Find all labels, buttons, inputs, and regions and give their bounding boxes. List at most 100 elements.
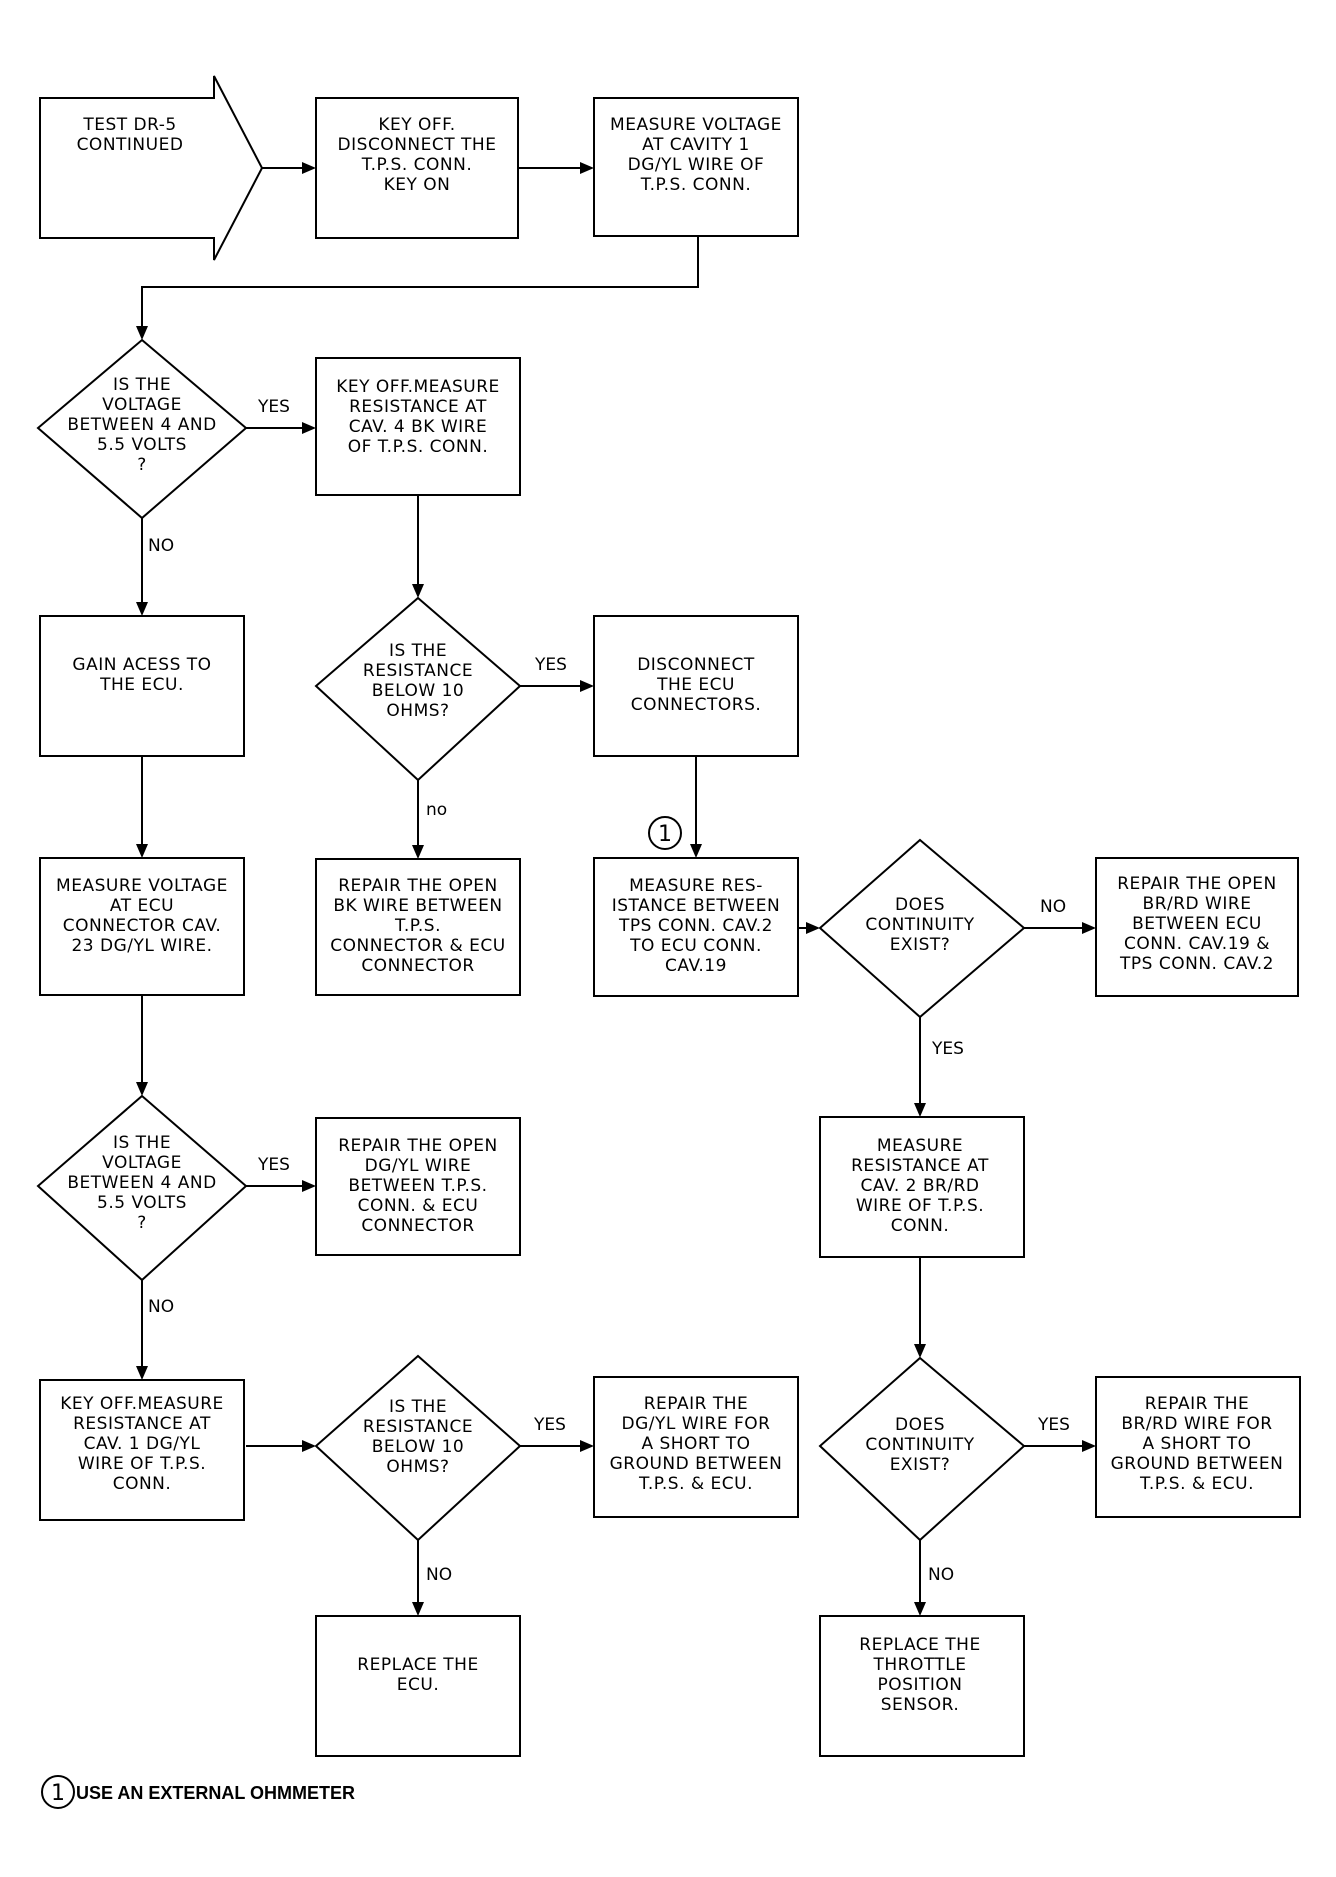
node-label-line: IS THE — [389, 1397, 447, 1417]
edge-label-yes: YES — [931, 1039, 964, 1059]
node-label-line: 5.5 VOLTS — [97, 435, 187, 455]
node-label-line: DG/YL WIRE OF — [628, 155, 765, 175]
edge-label-no: no — [426, 800, 447, 820]
node-label-line: BETWEEN 4 AND — [67, 1173, 216, 1193]
edge-label-yes: YES — [257, 1155, 290, 1175]
node-label-line: VOLTAGE — [102, 1153, 182, 1173]
node-label-line: BETWEEN T.P.S. — [348, 1176, 487, 1196]
node-label-line: KEY OFF.MEASURE — [336, 377, 500, 397]
node-label-line: MEASURE RES- — [629, 876, 763, 896]
node-label-line: CONNECTOR — [361, 1216, 474, 1236]
node-label-line: KEY ON — [384, 175, 451, 195]
edge-labels: YES NO YES no NO YES YES NO YES YES NO N… — [148, 397, 1070, 1585]
node-label-line: CONN. CAV.19 & — [1124, 934, 1270, 954]
node-label-line: MEASURE VOLTAGE — [56, 876, 228, 896]
node-label-line: REPLACE THE — [859, 1635, 980, 1655]
node-label-line: CONN. — [891, 1216, 950, 1236]
edge-label-no: NO — [928, 1565, 954, 1585]
node-label-line: ? — [137, 1213, 147, 1233]
node-label-line: DG/YL WIRE FOR — [621, 1414, 770, 1434]
node-label-line: RESISTANCE AT — [851, 1156, 989, 1176]
node-label-line: EXIST? — [890, 935, 951, 955]
node-label-line: DOES — [895, 1415, 945, 1435]
edge-label-yes: YES — [1037, 1415, 1070, 1435]
node-label-line: SENSOR. — [881, 1695, 960, 1715]
node-label-line: CONTINUITY — [865, 915, 974, 935]
node-label-line: BETWEEN 4 AND — [67, 415, 216, 435]
node-label-line: POSITION — [878, 1675, 963, 1695]
node-label-line: CAV. 2 BR/RD — [861, 1176, 980, 1196]
node-label-line: RESISTANCE AT — [349, 397, 487, 417]
node-label-line: VOLTAGE — [102, 395, 182, 415]
node-label-line: GAIN ACESS TO — [72, 655, 211, 675]
footnote-marker-1: 1 — [658, 822, 672, 847]
node-label-line: IS THE — [113, 375, 171, 395]
node-label-line: GROUND BETWEEN — [610, 1454, 783, 1474]
edge-label-yes: YES — [257, 397, 290, 417]
node-label-line: CAV. 1 DG/YL — [84, 1434, 201, 1454]
node-label-line: CONTINUITY — [865, 1435, 974, 1455]
edge-label-no: NO — [1040, 897, 1066, 917]
node-label-line: GROUND BETWEEN — [1111, 1454, 1284, 1474]
node-label-line: ECU. — [397, 1675, 439, 1695]
node-label-line: DOES — [895, 895, 945, 915]
node-label-line: REPAIR THE OPEN — [338, 1136, 497, 1156]
node-label-line: CONNECTOR CAV. — [63, 916, 222, 936]
node-label-line: TEST DR-5 — [82, 115, 176, 135]
node-label-line: BETWEEN ECU — [1132, 914, 1262, 934]
node-label-line: A SHORT TO — [641, 1434, 750, 1454]
node-label-line: OHMS? — [386, 1457, 449, 1477]
node-label-line: ISTANCE BETWEEN — [612, 896, 781, 916]
node-label-line: AT ECU — [110, 896, 174, 916]
edge-label-yes: YES — [534, 655, 567, 675]
node-label-line: A SHORT TO — [1142, 1434, 1251, 1454]
node-label-line: KEY OFF. — [378, 115, 455, 135]
node-label-line: 23 DG/YL WIRE. — [71, 936, 212, 956]
node-label-line: T.P.S. & ECU. — [638, 1474, 753, 1494]
node-label-line: WIRE OF T.P.S. — [78, 1454, 206, 1474]
node-label-line: CONTINUED — [77, 135, 184, 155]
footnote-marker-legend: 1 — [51, 1781, 65, 1806]
node-label-line: KEY OFF.MEASURE — [60, 1394, 224, 1414]
node-label-line: CONN. — [113, 1474, 172, 1494]
edge-label-no: NO — [148, 536, 174, 556]
node-label-line: OF T.P.S. CONN. — [348, 437, 489, 457]
node-label-line: CAV.19 — [665, 956, 727, 976]
node-label-line: THE ECU. — [99, 675, 184, 695]
node-label-line: THROTTLE — [872, 1655, 966, 1675]
node-label-line: TPS CONN. CAV.2 — [1119, 954, 1274, 974]
node-label-line: BELOW 10 — [372, 1437, 465, 1457]
node-label-line: T.P.S. & ECU. — [1139, 1474, 1254, 1494]
node-label-line: EXIST? — [890, 1455, 951, 1475]
node-label-line: THE ECU — [656, 675, 735, 695]
node-label-line: CONNECTOR — [361, 956, 474, 976]
